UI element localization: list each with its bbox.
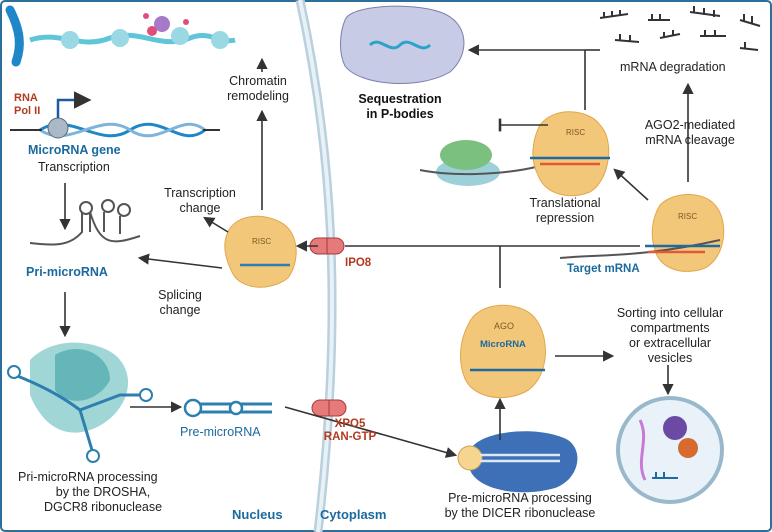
xpo5-line-2: RAN-GTP xyxy=(323,431,377,443)
sorting-label: Sorting into cellular compartments or ex… xyxy=(600,306,740,366)
xpo5-channel xyxy=(311,399,347,417)
drosha-line-1: Pri-microRNA processing xyxy=(18,470,158,484)
chromatin-line-2: remodeling xyxy=(227,89,289,103)
ribosome-icon xyxy=(436,140,500,186)
rna-pol-label: RNA Pol II xyxy=(14,92,40,118)
drosha-line-3: DGCR8 ribonuclease xyxy=(43,500,163,514)
drosha-line-2: by the DROSHA, xyxy=(55,485,151,499)
risc-label-cleavage: RISC xyxy=(678,212,698,221)
ago-complex xyxy=(460,304,546,399)
transcription-label: Transcription xyxy=(38,160,110,174)
pre-microrna-icon xyxy=(183,398,272,418)
splicing-line-1: Splicing xyxy=(158,288,202,302)
mrna-degradation-label: mRNA degradation xyxy=(620,60,726,74)
extracellular-vesicle-icon xyxy=(616,396,724,504)
rna-pol-line-2: Pol II xyxy=(14,105,41,117)
drosha-label: Pri-microRNA processing by the DROSHA, D… xyxy=(18,470,188,515)
dicer-complex xyxy=(457,431,578,493)
sequestration-line-2: in P-bodies xyxy=(366,107,434,121)
translational-repression-label: Translational repression xyxy=(510,196,620,226)
sorting-line-1: Sorting into cellular xyxy=(616,306,724,320)
dicer-line-1: Pre-microRNA processing xyxy=(448,491,592,505)
risc-complex-nucleus xyxy=(224,215,297,288)
microrna-gene-label: MicroRNA gene xyxy=(28,143,121,157)
sorting-line-2: compartments xyxy=(630,321,710,335)
dicer-line-2: by the DICER ribonuclease xyxy=(444,506,596,520)
transcription-change-line-2: change xyxy=(179,201,221,215)
sorting-line-3: or extracellular xyxy=(629,336,711,350)
pri-microrna-icon xyxy=(29,199,141,246)
dna-helix-icon xyxy=(10,91,220,139)
chromatin-icon xyxy=(5,5,236,67)
ago-microrna-label: MicroRNA xyxy=(480,339,526,350)
mrna-fragments-icon xyxy=(599,6,761,51)
ago2-line-1: AGO2-mediated xyxy=(644,118,736,132)
p-body-icon xyxy=(340,5,465,84)
transcription-change-line-1: Transcription xyxy=(164,186,236,200)
cytoplasm-label: Cytoplasm xyxy=(320,507,387,522)
risc-complex-repression xyxy=(530,111,610,197)
splicing-change-label: Splicing change xyxy=(150,288,210,318)
dicer-label: Pre-microRNA processing by the DICER rib… xyxy=(420,491,620,521)
transcription-change-label: Transcription change xyxy=(150,186,250,216)
translational-line-2: repression xyxy=(535,211,595,225)
sorting-line-4: vesicles xyxy=(647,351,693,365)
risc-label-nucleus: RISC xyxy=(252,237,272,246)
pre-microrna-label: Pre-microRNA xyxy=(180,425,261,439)
chromatin-remodeling-label: Chromatin remodeling xyxy=(208,74,308,104)
sequestration-line-1: Sequestration xyxy=(358,92,442,106)
rna-pol-line-1: RNA xyxy=(14,92,38,104)
drosha-complex-icon xyxy=(7,342,153,463)
risc-label-repression: RISC xyxy=(566,128,586,137)
ago-label: AGO xyxy=(494,321,515,331)
flow-arrows xyxy=(59,44,694,458)
ipo8-label: IPO8 xyxy=(345,257,372,269)
sequestration-label: Sequestration in P-bodies xyxy=(340,92,460,122)
translational-line-1: Translational xyxy=(529,196,601,210)
splicing-line-2: change xyxy=(159,303,201,317)
ago2-line-2: mRNA cleavage xyxy=(645,133,735,147)
chromatin-line-1: Chromatin xyxy=(229,74,287,88)
xpo5-line-1: XPO5 xyxy=(334,418,366,430)
risc-complex-cleavage xyxy=(559,194,725,272)
ago2-cleavage-label: AGO2-mediated mRNA cleavage xyxy=(630,118,750,148)
nucleus-label: Nucleus xyxy=(232,507,283,522)
target-mrna-label: Target mRNA xyxy=(567,263,640,275)
pri-microrna-label: Pri-microRNA xyxy=(26,265,108,279)
xpo5-label: XPO5 RAN-GTP xyxy=(320,418,380,444)
